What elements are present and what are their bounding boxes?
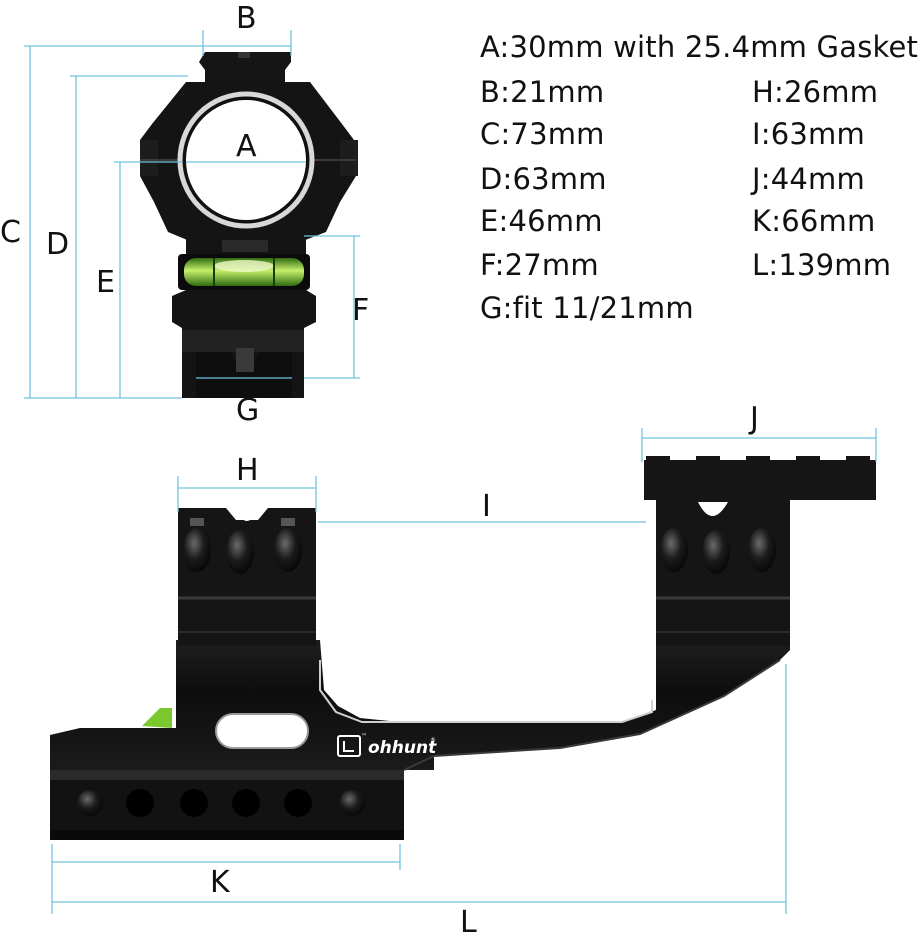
right-ring-body [656, 500, 790, 646]
right-top-rail [644, 460, 876, 500]
spec-j: J:44mm [752, 162, 865, 196]
clamp-jaws [196, 352, 292, 398]
dim-label-e: E [96, 265, 115, 300]
front-dimension-lines [24, 30, 360, 399]
left-ring-screw [183, 528, 211, 572]
brand-logo-glyph [343, 741, 354, 752]
dim-label-g: G [236, 393, 259, 428]
side-dimension-lines [51, 428, 877, 914]
side-lower-bevel [403, 659, 781, 771]
clamp-bolt [236, 348, 254, 372]
side-rail-top-edge [50, 770, 404, 780]
rail-screw-left [77, 790, 103, 816]
front-top-rail [199, 52, 291, 82]
left-ring-screw [226, 530, 254, 574]
brand-trademark: ™ [361, 733, 367, 740]
brand-registered: ® [430, 737, 436, 744]
side-level-peek [142, 708, 172, 728]
right-ring-screw [702, 530, 730, 574]
side-oblong-slot [215, 713, 309, 749]
rail-hole [232, 789, 260, 817]
front-ring-bore [186, 100, 306, 220]
screw-head [190, 518, 204, 526]
dim-label-i: I [482, 489, 491, 524]
left-ring-screw [274, 528, 302, 572]
spec-k: K:66mm [752, 204, 876, 238]
spec-d: D:63mm [480, 162, 607, 196]
spec-e: E:46mm [480, 204, 603, 238]
brand-logo: ™ ohhunt ® [337, 733, 437, 758]
clamp-top [182, 330, 304, 352]
rail-hole [180, 789, 208, 817]
spec-c: C:73mm [480, 117, 605, 151]
rail-screw-right [339, 790, 365, 816]
dim-label-c: C [0, 215, 21, 250]
right-rail-teeth [646, 456, 870, 464]
rail-hole [284, 789, 312, 817]
left-tab [140, 140, 158, 176]
dim-label-l: L [460, 905, 477, 940]
screw-head [281, 518, 295, 526]
front-view [140, 52, 358, 398]
dim-label-j: J [748, 401, 759, 436]
dim-label-k: K [210, 865, 231, 900]
spec-b: B:21mm [480, 75, 605, 109]
brand-logo-icon [337, 735, 361, 757]
dimension-letters: B A C D E F G H I J K L [0, 1, 759, 940]
side-view: ™ ohhunt ® [50, 456, 876, 840]
right-ring-screw [660, 528, 688, 572]
left-ring-notch [236, 510, 258, 521]
right-tab [340, 140, 358, 176]
lower-notch [222, 240, 268, 252]
dim-label-h: H [236, 453, 259, 488]
dim-label-a: A [236, 129, 257, 164]
side-bevel-edge [319, 660, 653, 723]
right-ring-screw [748, 528, 776, 572]
side-rail-bottom-edge [50, 830, 404, 840]
brand-name: ohhunt [368, 738, 437, 758]
dim-label-d: D [46, 227, 69, 262]
rail-slot [238, 52, 250, 58]
diagram-svg: ™ ohhunt ® B A C D E F G H I J K [0, 1, 877, 940]
spec-g: G:fit 11/21mm [480, 291, 694, 325]
rail-hole [126, 789, 154, 817]
spec-h: H:26mm [752, 75, 879, 109]
spec-i: I:63mm [752, 117, 865, 151]
dim-label-b: B [236, 1, 257, 36]
dim-label-f: F [352, 293, 369, 328]
bubble [214, 260, 274, 272]
spec-l: L:139mm [752, 248, 892, 282]
spec-f: F:27mm [480, 248, 599, 282]
right-ring-notch [698, 502, 728, 516]
spec-a: A:30mm with 25.4mm Gasket [480, 30, 918, 64]
